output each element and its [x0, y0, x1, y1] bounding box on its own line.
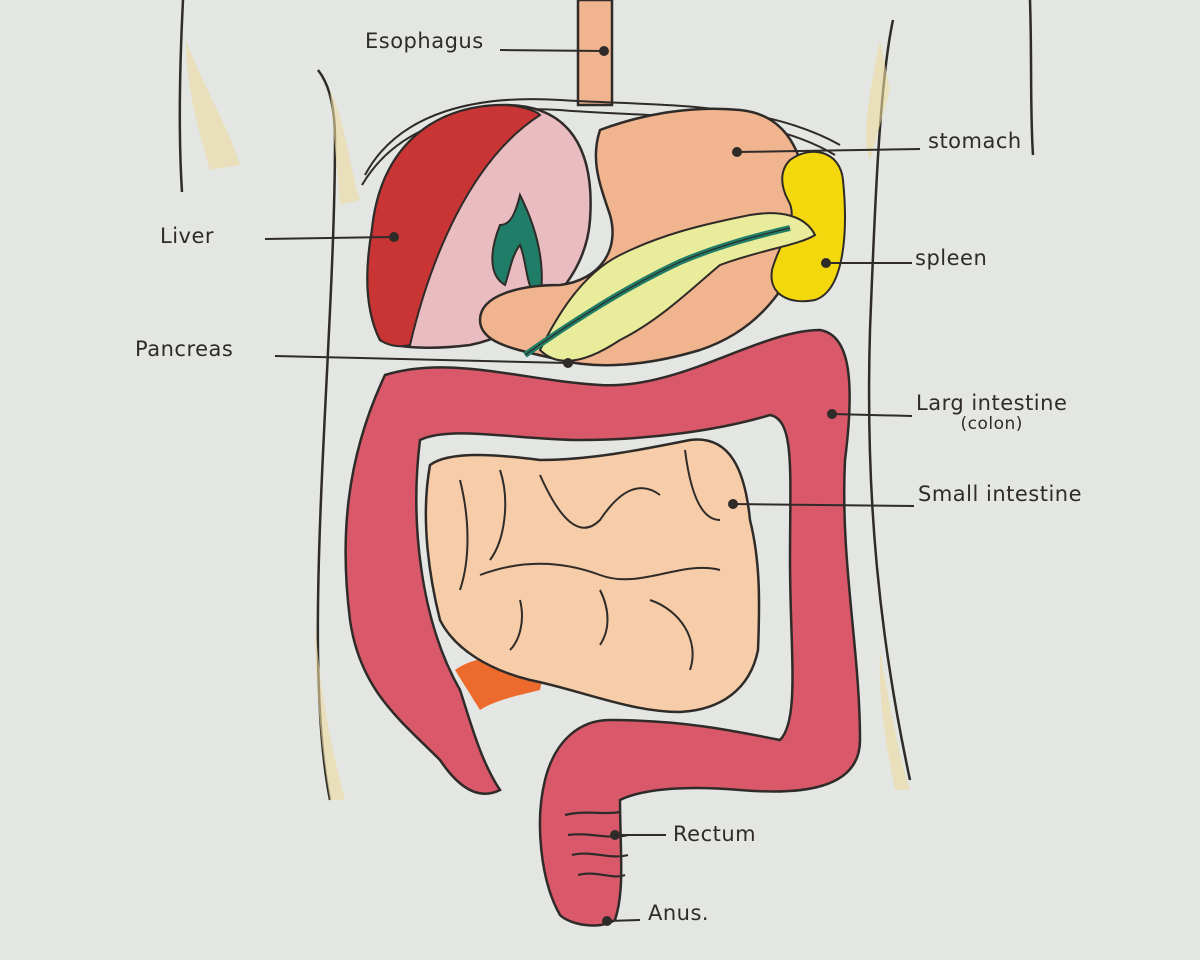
label-small-intestine: Small intestine	[918, 482, 1083, 506]
label-stomach: stomach	[928, 129, 1022, 153]
torso-shading	[186, 40, 910, 800]
label-liver: Liver	[160, 224, 215, 248]
stomach	[478, 107, 807, 367]
label-large-intestine-subtext: (colon)	[960, 414, 1023, 435]
label-large-intestine-text: Larg intestine	[916, 391, 1068, 415]
label-pancreas: Pancreas	[135, 337, 234, 361]
label-large-intestine: Larg intestine (colon)	[916, 391, 1068, 435]
label-esophagus: Esophagus	[365, 29, 484, 53]
small-intestine	[424, 438, 761, 714]
label-rectum: Rectum	[673, 822, 757, 846]
label-spleen: spleen	[915, 246, 988, 270]
label-pointers	[264, 46, 921, 926]
label-anus: Anus.	[648, 901, 710, 925]
pancreas	[523, 212, 817, 362]
gallbladder	[491, 192, 543, 302]
